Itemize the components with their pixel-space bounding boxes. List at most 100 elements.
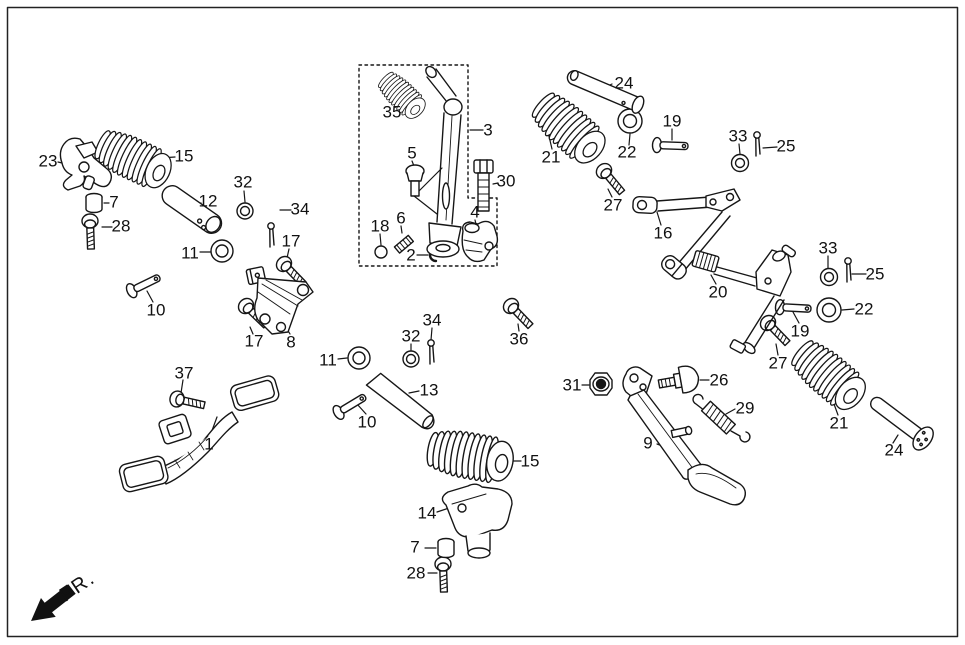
part-label-28b: 28	[406, 563, 426, 583]
part-label-25b: 25	[865, 264, 885, 284]
part-10-pivot-pin-a	[123, 269, 164, 301]
part-27-bolt-b	[756, 311, 794, 350]
part-label-31: 31	[562, 375, 582, 395]
part-label-32a: 32	[233, 172, 253, 192]
part-label-25a: 25	[776, 136, 796, 156]
part-label-21a: 21	[541, 147, 561, 167]
part-37-bolt	[167, 388, 207, 414]
part-label-14: 14	[417, 503, 437, 523]
leader-lines	[57, 83, 899, 574]
part-label-33b: 33	[818, 238, 838, 258]
part-label-10b: 10	[357, 412, 377, 432]
part-1-gear-change-pedal	[118, 375, 280, 493]
part-label-8: 8	[286, 332, 296, 352]
part-11-collar-a	[210, 239, 234, 263]
part-label-26: 26	[709, 370, 729, 390]
part-29-spring	[692, 393, 751, 443]
part-16-brake-arm	[632, 188, 741, 280]
part-label-30: 30	[496, 171, 516, 191]
part-label-33a: 33	[728, 126, 748, 146]
part-12-tube	[161, 185, 223, 234]
part-label-11b: 11	[319, 350, 337, 370]
part-7-bushing-b	[437, 537, 455, 559]
part-26-pivot-bolt	[657, 365, 700, 394]
part-33-washer-a	[730, 153, 750, 173]
part-label-28a: 28	[111, 216, 131, 236]
part-label-19a: 19	[662, 111, 682, 131]
part-32-washer-b	[402, 350, 420, 368]
part-20-link-rod	[691, 244, 796, 355]
part-14-peg-bracket	[441, 483, 513, 559]
part-label-5: 5	[407, 143, 417, 163]
part-label-7a: 7	[109, 192, 119, 212]
part-33-washer-b	[819, 267, 839, 287]
part-24-peg-pin-a	[566, 70, 645, 114]
part-label-12: 12	[198, 191, 218, 211]
part-label-2: 2	[406, 245, 416, 265]
part-label-4: 4	[470, 202, 480, 222]
part-label-19b: 19	[790, 321, 810, 341]
part-3-kick-starter-arm	[425, 65, 463, 258]
part-label-34b: 34	[422, 310, 442, 330]
part-15-peg-rubber-front-right	[423, 425, 518, 487]
part-label-24a: 24	[614, 73, 634, 93]
part-32-washer-a	[236, 202, 254, 220]
part-label-29: 29	[735, 398, 755, 418]
part-label-6: 6	[396, 208, 406, 228]
part-label-22a: 22	[617, 142, 637, 162]
part-31-nut	[589, 372, 613, 396]
part-18-washer	[374, 245, 388, 259]
part-19-joint-pin-b	[774, 298, 813, 317]
part-label-20: 20	[708, 282, 728, 302]
part-label-35: 35	[382, 102, 402, 122]
part-27-bolt-a	[592, 159, 629, 199]
part-label-32b: 32	[401, 326, 421, 346]
part-label-15b: 15	[520, 451, 540, 471]
part-label-15a: 15	[174, 146, 194, 166]
part-label-21b: 21	[829, 413, 849, 433]
part-19-joint-pin-a	[651, 136, 689, 155]
part-label-22b: 22	[854, 299, 874, 319]
part-label-27a: 27	[603, 195, 623, 215]
part-23-bracket	[59, 137, 113, 191]
part-7-bushing-a	[85, 192, 103, 214]
fr-arrow	[31, 584, 76, 622]
part-22-dust-seal-b	[816, 297, 842, 323]
part-label-18: 18	[370, 216, 390, 236]
part-label-10a: 10	[146, 300, 166, 320]
part-21-peg-rubber-rear-right	[784, 333, 874, 418]
part-28-bolt-b	[434, 556, 453, 593]
part-label-3: 3	[483, 120, 493, 140]
part-label-23: 23	[38, 151, 58, 171]
part-4-joint-holder	[461, 220, 499, 263]
part-8-pedal-bracket	[245, 266, 314, 335]
part-9-side-stand	[622, 366, 747, 506]
part-11-collar-b	[347, 346, 371, 370]
part-label-37: 37	[174, 363, 194, 383]
part-21-peg-rubber-rear-left	[525, 85, 614, 172]
part-28-bolt-a	[81, 213, 100, 250]
part-label-16: 16	[653, 223, 673, 243]
part-label-7b: 7	[410, 537, 420, 557]
part-34-cotter-pin-a	[267, 222, 275, 248]
part-30-bolt	[473, 159, 494, 212]
part-label-17a: 17	[281, 231, 301, 251]
part-22-dust-seal-a	[617, 108, 643, 134]
part-5-bolt	[405, 164, 425, 197]
part-25-cotter-pin-b	[844, 257, 852, 283]
part-24-peg-pin-b	[869, 396, 934, 451]
part-label-1: 1	[204, 434, 214, 454]
part-25-cotter-pin-a	[753, 131, 761, 157]
part-34-cotter-pin-b	[427, 339, 435, 365]
kick-starter-dashed-box	[358, 64, 498, 267]
part-label-24b: 24	[884, 440, 904, 460]
part-label-11a: 11	[181, 243, 199, 263]
part-13-pedal-tube	[365, 372, 435, 430]
part-label-17b: 17	[244, 331, 264, 351]
part-label-9: 9	[643, 433, 653, 453]
part-label-34a: 34	[290, 199, 310, 219]
page-border	[6, 6, 959, 638]
part-6-spring-pin	[393, 234, 415, 254]
